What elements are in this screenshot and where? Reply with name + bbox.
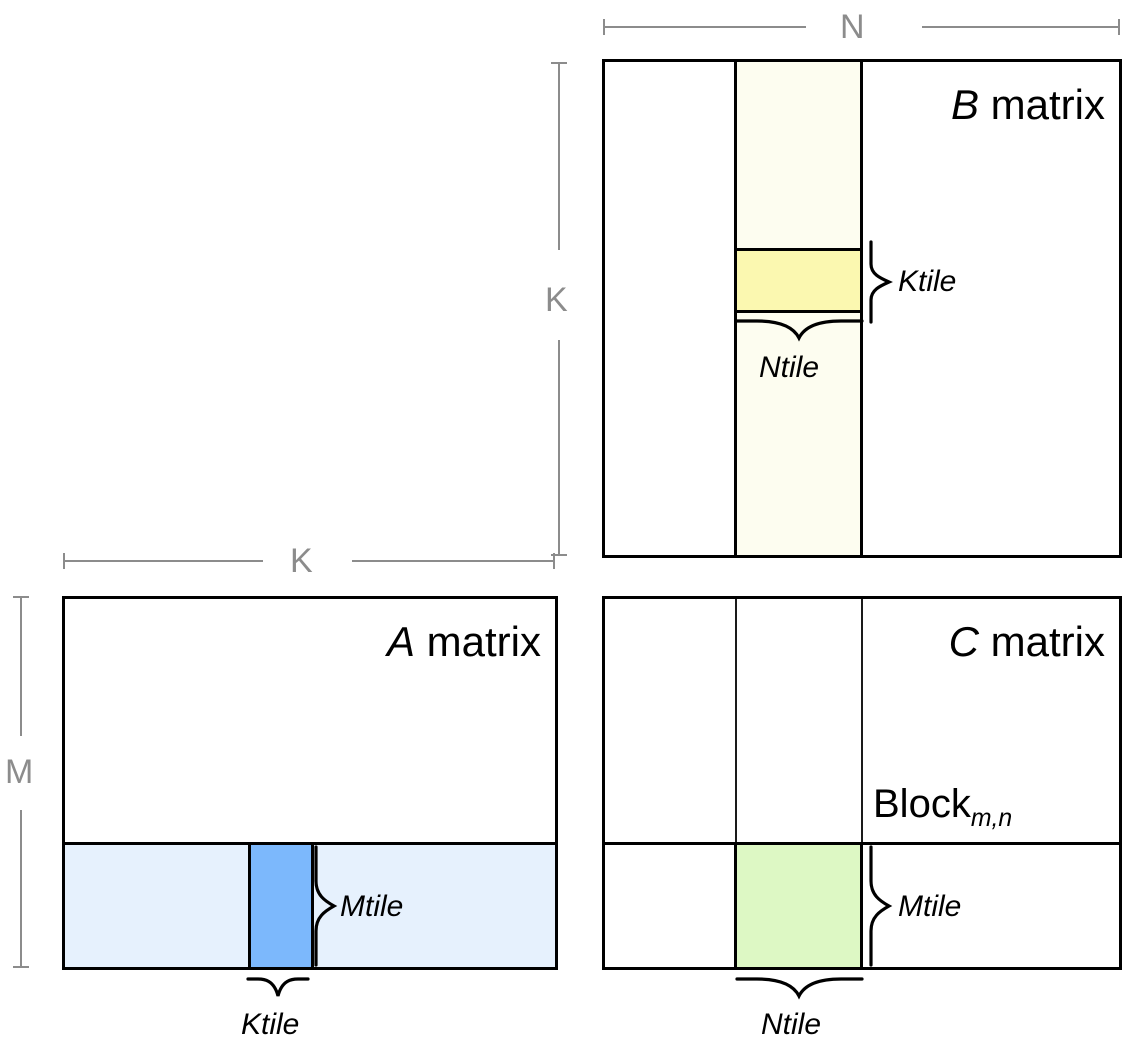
- dimension-k-h-line-right: [352, 560, 555, 562]
- matrix-b-box: B matrix: [602, 59, 1122, 558]
- matrix-a-label: A matrix: [387, 621, 541, 663]
- dimension-m-line-bottom: [20, 810, 22, 968]
- dimension-k-horizontal-label: K: [290, 542, 313, 580]
- matrix-b-label: B matrix: [951, 84, 1105, 126]
- matrix-a-box: A matrix: [62, 596, 558, 970]
- matrix-c-box: C matrix Blockm,n: [602, 596, 1122, 970]
- matrix-c-name: C: [948, 618, 979, 665]
- matrix-c-block-subscript: m,n: [970, 805, 1013, 832]
- matrix-a-tile-right-edge: [311, 842, 314, 967]
- brace-ktile-a: [246, 976, 310, 1002]
- matrix-a-name: A: [386, 618, 415, 665]
- matrix-c-col-line-2: [861, 599, 863, 842]
- dimension-m-cap-top: [13, 596, 29, 598]
- dimension-n-cap-left: [603, 19, 605, 35]
- brace-mtile-c: [868, 845, 894, 967]
- matrix-c-block-text: Block: [873, 782, 971, 826]
- brace-ntile-b: [735, 318, 864, 344]
- label-ktile-a: Ktile: [241, 1008, 300, 1041]
- label-mtile-c: Mtile: [898, 890, 962, 923]
- label-ntile-b: Ntile: [759, 351, 820, 384]
- matrix-c-tile-right-edge: [860, 842, 863, 967]
- dimension-k-cap-bottom: [551, 554, 567, 556]
- label-ktile-b: Ktile: [898, 265, 957, 298]
- matrix-b-suffix: matrix: [979, 81, 1105, 128]
- matrix-b-stripe-right-edge: [860, 62, 863, 555]
- matrix-a-tile: [248, 842, 311, 967]
- dimension-k-h-cap-right: [553, 553, 555, 569]
- matrix-a-suffix: matrix: [415, 618, 541, 665]
- matrix-b-name: B: [950, 81, 979, 128]
- brace-mtile-a: [313, 845, 339, 967]
- matrix-c-col-line-1: [735, 599, 737, 842]
- matrix-c-suffix: matrix: [979, 618, 1105, 665]
- dimension-k-h-line-left: [63, 560, 263, 562]
- matrix-a-stripe-top-edge: [65, 842, 555, 845]
- brace-ntile-c: [735, 976, 864, 1002]
- dimension-n-label: N: [840, 8, 865, 46]
- dimension-n-line-left: [603, 26, 806, 28]
- matrix-c-tile-left-edge: [734, 842, 737, 967]
- matrix-c-tile: [734, 842, 863, 967]
- dimension-k-line-top: [558, 62, 560, 250]
- dimension-k-h-cap-left: [63, 553, 65, 569]
- matrix-c-label: C matrix: [949, 621, 1105, 663]
- brace-ktile-b: [868, 240, 894, 324]
- matrix-b-stripe-left-edge: [734, 62, 737, 555]
- dimension-m-line-top: [20, 596, 22, 736]
- dimension-k-line-bottom: [558, 340, 560, 556]
- matrix-c-block-label: Blockm,n: [873, 784, 1012, 832]
- dimension-n-cap-right: [1118, 19, 1120, 35]
- dimension-k-vertical-label: K: [545, 281, 568, 319]
- matrix-a-tile-left-edge: [248, 842, 251, 967]
- dimension-n-line-right: [922, 26, 1120, 28]
- dimension-m-cap-bottom: [13, 966, 29, 968]
- label-mtile-a: Mtile: [340, 890, 404, 923]
- matrix-b-tile: [734, 248, 863, 313]
- dimension-k-cap-top: [551, 62, 567, 64]
- dimension-m-label: M: [5, 753, 34, 791]
- label-ntile-c: Ntile: [761, 1008, 822, 1041]
